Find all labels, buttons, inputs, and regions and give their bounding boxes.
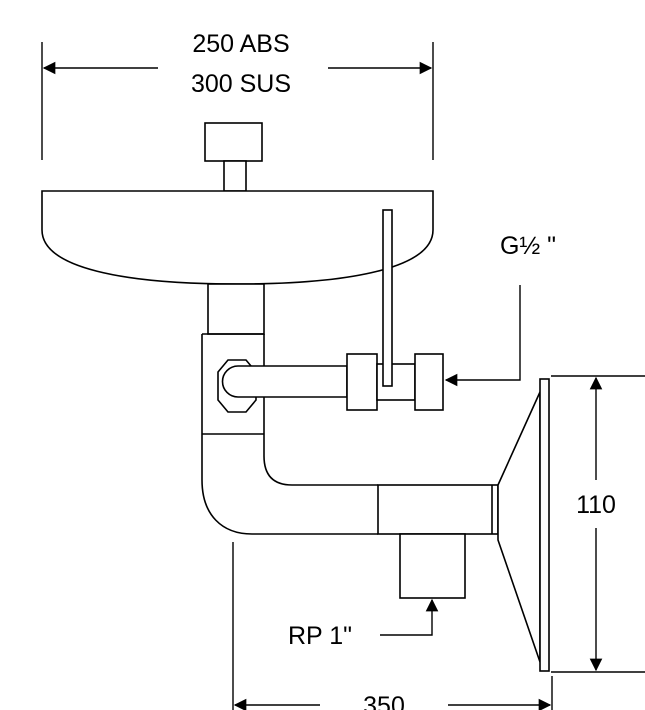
side-outlet <box>217 209 444 413</box>
width-label-abs: 250 ABS <box>192 30 289 58</box>
flange-plate <box>539 378 550 672</box>
dust-cover-knob <box>204 122 263 192</box>
outlet-callout: G½ " <box>444 232 556 387</box>
width-label-sus: 300 SUS <box>191 70 291 98</box>
inlet-callout: RP 1" <box>288 598 439 650</box>
wall-flange <box>497 378 550 672</box>
outlet-thread-label: G½ " <box>500 232 556 260</box>
elbow-pipe <box>201 455 378 535</box>
vertical-pipe <box>201 283 265 480</box>
height-dimension: 110 <box>551 375 645 673</box>
outlet-fitting-right <box>414 353 444 411</box>
inlet-thread-label: RP 1" <box>288 622 352 650</box>
outlet-tube <box>221 365 348 398</box>
wash-bowl <box>41 190 434 285</box>
width-dimension: 250 ABS 300 SUS <box>41 30 434 160</box>
outlet-fitting-left <box>346 353 378 411</box>
inlet-stub <box>399 533 466 599</box>
depth-dimension: 350 <box>232 542 553 710</box>
depth-label: 350 <box>363 692 405 710</box>
outlet-rod <box>382 209 393 387</box>
height-label: 110 <box>576 491 616 519</box>
valve-coupling <box>377 484 499 535</box>
